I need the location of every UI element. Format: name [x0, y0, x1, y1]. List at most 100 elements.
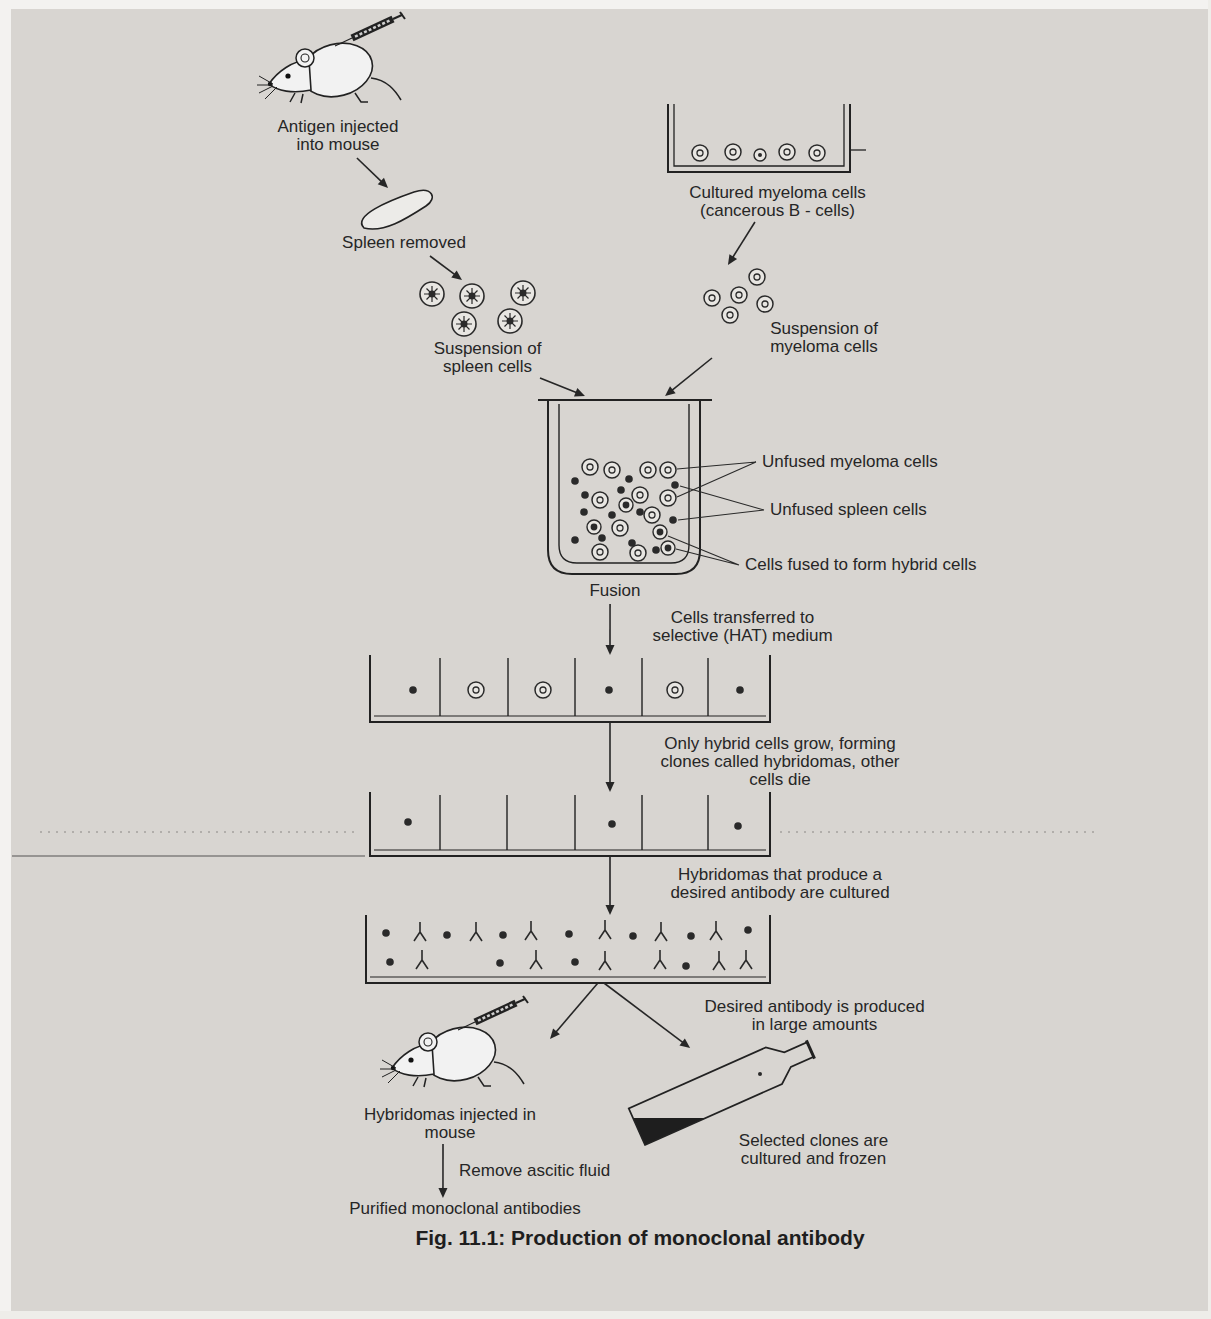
callout-label: Unfused myeloma cells	[762, 453, 938, 471]
fusion-beaker	[538, 399, 712, 401]
myeloma-dish	[668, 104, 850, 172]
fusion-beaker	[581, 491, 589, 499]
fusion-beaker	[636, 508, 644, 516]
culture-plate: Only hybrid cells grow, forming clones c…	[370, 792, 770, 856]
antibody-plate	[599, 920, 611, 939]
antibody-plate	[682, 962, 690, 970]
antibody-plate	[443, 931, 451, 939]
antibody-plate	[655, 922, 667, 941]
hat-plate	[605, 686, 613, 694]
fusion-beaker	[598, 534, 606, 542]
node-label: Suspension of myeloma cells	[753, 320, 895, 356]
hat-plate	[409, 686, 417, 694]
antibody-plate	[382, 929, 390, 937]
antibody-plate	[499, 931, 507, 939]
arrow-line	[604, 983, 684, 1043]
flow-arrow	[606, 856, 615, 915]
myeloma-dish	[668, 104, 866, 172]
hat-plate	[667, 682, 683, 698]
fusion-beaker	[628, 539, 636, 547]
fusion-beaker	[660, 490, 676, 506]
callout-label: Cells fused to form hybrid cells	[745, 556, 976, 574]
fusion-beaker	[587, 520, 601, 534]
flow-arrow	[357, 158, 388, 188]
mouse-figure	[380, 996, 528, 1088]
flow-arrow	[438, 1144, 447, 1198]
arrow-head	[451, 270, 462, 280]
myeloma-dish	[809, 145, 825, 161]
arrow-head	[550, 1028, 560, 1039]
arrow-line	[671, 358, 712, 391]
fusion-beaker	[625, 475, 633, 483]
myeloma-cells	[757, 296, 773, 312]
myeloma-dish	[779, 144, 795, 160]
edge-label: Desired antibody is produced in large am…	[700, 998, 929, 1034]
scan-edge	[0, 0, 1211, 9]
node-label: Only hybrid cells grow, forming clones c…	[650, 735, 910, 789]
fusion-beaker	[582, 459, 598, 475]
fusion-beaker	[617, 486, 625, 494]
arrow-head	[606, 645, 615, 655]
myeloma-cells	[704, 290, 720, 306]
hybridoma-plate	[370, 792, 770, 856]
spleen-cells	[452, 312, 476, 336]
hybridoma-plate	[370, 792, 770, 856]
arrow-head	[378, 178, 388, 188]
node-label: Hybridomas injected in mouse	[350, 1106, 550, 1142]
myeloma-dish	[674, 104, 844, 166]
myeloma-cells	[749, 269, 765, 285]
scan-edge	[1208, 0, 1211, 1319]
antibody-plate	[744, 926, 752, 934]
fusion-beaker: Fusion	[536, 396, 714, 604]
fusion-beaker	[538, 400, 712, 574]
fusion-beaker	[653, 525, 667, 539]
node-label: Suspension of spleen cells	[415, 340, 560, 376]
antibody-plate	[470, 922, 482, 941]
spleen-cells	[420, 281, 535, 336]
fusion-beaker	[612, 520, 628, 536]
hat-plate	[370, 655, 770, 722]
antibody-plate	[496, 959, 504, 967]
culture-dish: Cultured myeloma cells (cancerous B - ce…	[660, 100, 895, 222]
callout-label: Unfused spleen cells	[770, 501, 927, 519]
antibody-plate	[710, 921, 722, 940]
arrow-line	[732, 222, 755, 258]
culture-bottle	[629, 1031, 819, 1145]
arrow-line	[555, 983, 598, 1033]
fusion-beaker	[619, 498, 633, 512]
culture-bottle	[758, 1072, 762, 1076]
fusion-beaker	[592, 492, 608, 508]
arrow-line	[357, 158, 382, 182]
cell-suspension: Suspension of myeloma cells	[698, 265, 895, 358]
scan-edge	[12, 855, 365, 856]
arrow-head	[728, 254, 737, 265]
arrow-line	[609, 722, 611, 784]
antibody-plate	[366, 915, 770, 983]
hat-plate	[374, 715, 766, 716]
node-label: Purified monoclonal antibodies	[316, 1200, 614, 1218]
flow-arrow	[540, 378, 585, 396]
antibody-plate	[565, 930, 573, 938]
hybridoma-plate	[404, 818, 412, 826]
scan-edge	[40, 832, 1100, 833]
scan-edge	[0, 0, 11, 1319]
myeloma-dish	[725, 144, 741, 160]
culture-bottle: Selected clones are cultured and frozen	[628, 1048, 913, 1172]
flow-arrow	[550, 983, 598, 1039]
arrow-line	[609, 604, 611, 647]
arrow-line	[609, 856, 611, 907]
spleen-cells	[420, 282, 444, 306]
antibody-plate	[713, 951, 725, 970]
arrow-head	[606, 905, 615, 915]
spleen-cells	[460, 284, 484, 308]
arrow-head	[574, 388, 585, 396]
hat-plate	[535, 682, 551, 698]
antibody-plate	[599, 951, 611, 970]
scan-edge	[0, 1311, 1211, 1319]
edge-label: Remove ascitic fluid	[457, 1162, 671, 1180]
mouse-figure: Hybridomas injected in mouse	[350, 994, 550, 1144]
culture-bottle	[629, 1031, 819, 1145]
myeloma-dish	[754, 149, 766, 161]
mouse-figure	[257, 12, 405, 104]
